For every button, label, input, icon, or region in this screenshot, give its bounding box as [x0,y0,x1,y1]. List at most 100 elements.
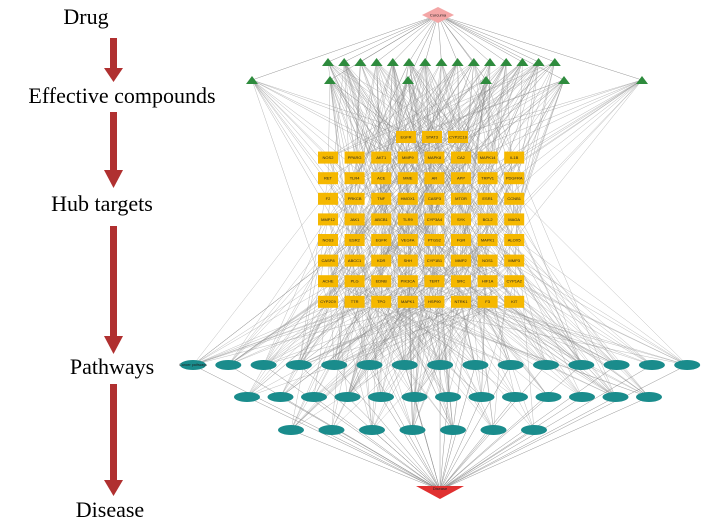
hub-target-node [396,131,416,143]
edge [514,301,583,398]
edge [485,79,515,158]
hub-target-node [424,275,445,288]
edge [354,301,511,366]
edge [439,281,515,366]
hub-target-label: CA2 [457,155,466,160]
hub-target-node [318,295,338,308]
pathway-node [356,360,383,370]
edge [414,396,441,491]
hub-target-label: F3 [485,299,490,304]
edge [263,301,488,366]
hub-target-node [371,234,392,246]
pathway-node [180,360,206,370]
edge [334,301,488,366]
hub-target-node [397,151,418,164]
edge [376,14,439,63]
hub-target-node [371,151,392,164]
edge [437,14,487,81]
edge [381,61,442,158]
edge [487,79,643,241]
hub-target-label: IL1B [510,155,519,160]
edge [514,301,650,398]
edge [407,61,474,241]
hub-target-label: SYK [457,217,465,222]
hub-target-label: F2 [326,196,331,201]
hub-target-node [424,151,445,164]
edge [437,14,507,63]
hub-target-node [422,131,442,143]
edge [407,79,435,282]
pathway-node [278,425,304,435]
edge [381,61,458,261]
hub-target-label: MMP12 [321,217,336,222]
hub-target-label: FGR [457,237,466,242]
edge [313,396,441,491]
edge [228,281,355,366]
edge [514,178,582,366]
edge [381,79,643,158]
hub-target-node [397,192,418,205]
edge [437,14,555,63]
edge [439,396,482,491]
hub-target-node [371,275,392,288]
edge [334,364,441,491]
stage-arrow-4 [104,384,123,496]
edge [437,14,539,63]
pathway-node [569,392,595,402]
edge [347,396,441,491]
edge [380,396,441,491]
edge [371,429,441,491]
pathway-node [502,392,528,402]
edge [392,61,462,282]
hub-target-label: CASP8 [321,258,335,263]
hub-target-node [344,275,365,288]
hub-target-label: ESR1 [482,196,493,201]
edge [327,79,565,282]
hub-target-label: PLG [351,279,359,284]
edge [251,79,329,158]
edge [434,79,565,261]
compound-node [419,58,432,66]
hub-target-label: EGFR [400,134,411,139]
hub-target-node [504,151,525,164]
edge [327,61,555,158]
hub-target-node [318,275,338,288]
edge [327,61,410,241]
stage-label-targets: Hub targets [51,191,153,216]
edge [487,301,652,366]
hub-target-node [397,295,418,308]
edge [407,61,474,158]
edge [381,178,617,366]
hub-target-node [504,275,525,288]
pathway-label: Cancer pathways [179,363,207,367]
hub-target-node [318,254,338,267]
edge [334,281,515,366]
hub-target-node [344,172,365,185]
hub-target-node [344,213,365,226]
edge [460,301,616,398]
hub-target-label: ACHE [322,279,333,284]
hub-target-node [504,172,525,185]
edge [437,14,523,63]
edge [487,281,511,366]
hub-target-node [318,234,338,246]
hub-target-node [448,131,468,143]
edge [460,301,652,366]
edge [263,198,355,366]
pathway-node [603,360,630,370]
edge [439,301,462,366]
edge [354,61,523,241]
pathway-node [359,425,385,435]
edge [380,301,435,398]
edge [460,301,650,398]
hub-target-node [318,213,338,226]
edge [381,301,482,398]
edge [298,281,488,366]
hub-target-label: TLR4 [350,176,361,181]
hub-target-node [451,172,471,185]
hub-target-label: APP [457,176,465,181]
edge [381,301,688,366]
pathway-node [318,425,345,435]
edge [437,14,491,63]
